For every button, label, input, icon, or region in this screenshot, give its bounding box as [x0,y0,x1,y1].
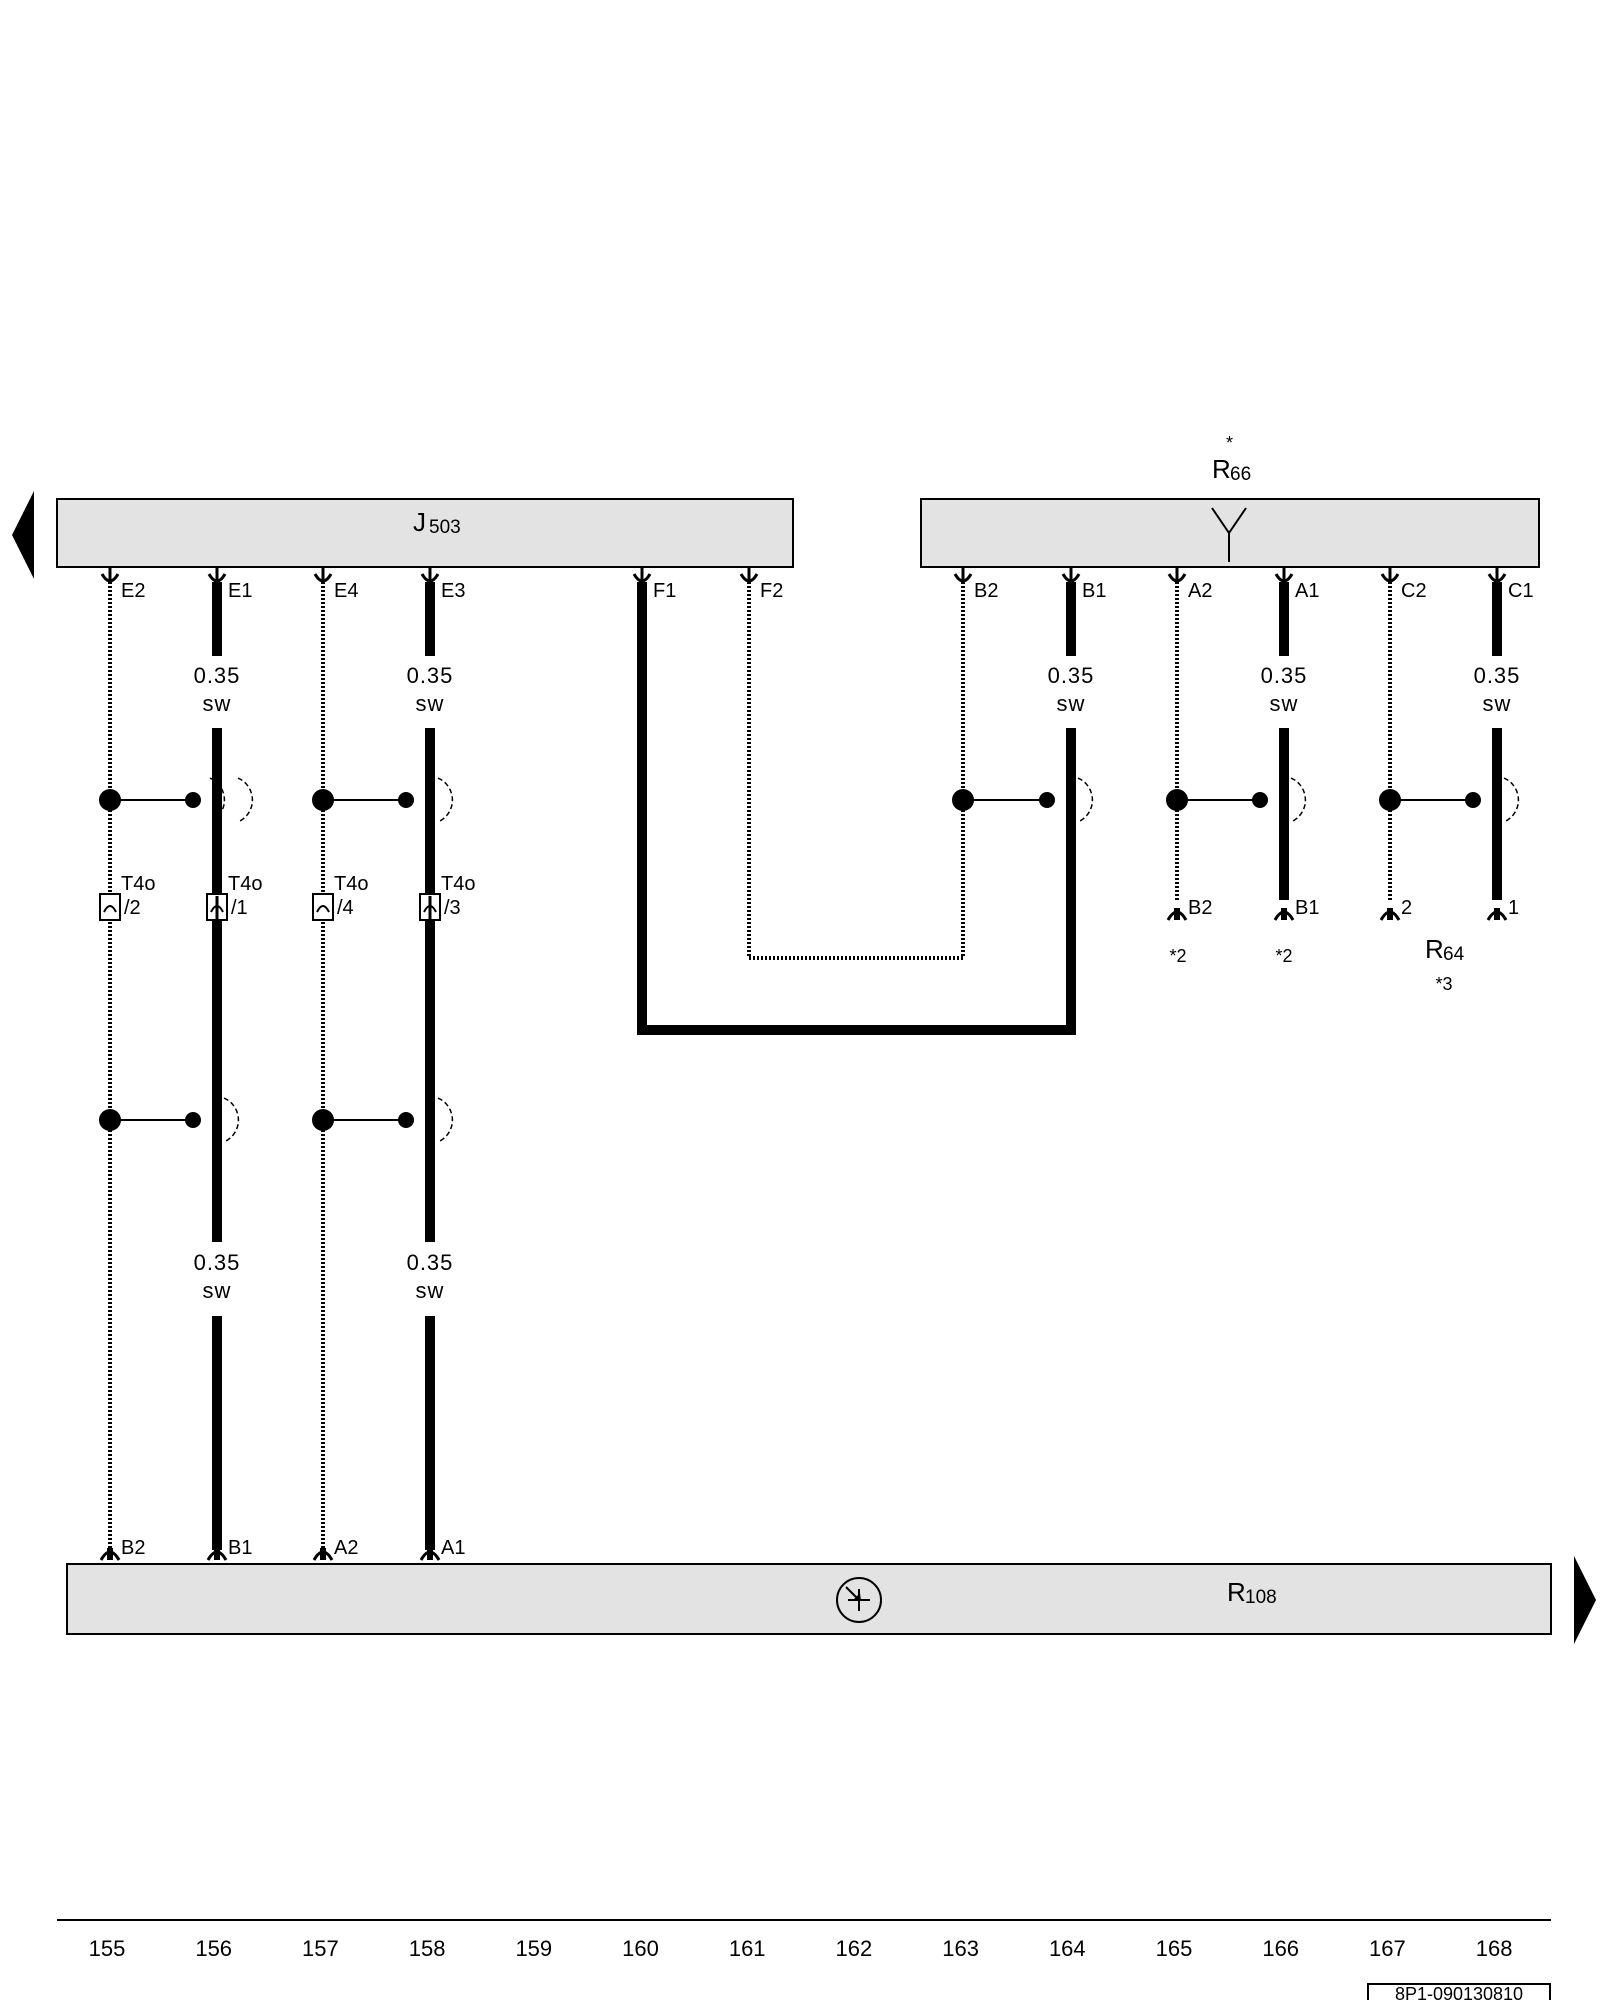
shield-upper-1 [99,777,254,823]
shield-r66-2 [1166,777,1307,823]
column-numbers: 155 156 157 158 159 160 161 162 163 164 165 166 167 1… [89,1936,1513,1961]
j503-letter: J [413,507,426,537]
r66-pin-c2: C2 [1401,580,1427,602]
column-number: 157 [302,1936,339,1961]
lower-pins: B2 B1 2 1 *2 *2 [1166,897,1519,966]
j503-pin-f1: F1 [653,580,676,602]
j503-pin-e2: E2 [121,580,145,602]
t4o-pin-4: /3 [444,897,461,919]
component-r64: R 64 *3 [1425,934,1465,994]
column-number: 164 [1049,1936,1086,1961]
r66-pin-a1: A1 [1295,580,1319,602]
r66-pin-a2: A2 [1188,580,1212,602]
shield-lower-1 [99,1097,240,1143]
arrow-left-icon [12,491,34,579]
component-r108: R 108 [66,1563,1552,1635]
shield-r66-1 [952,777,1094,823]
t4o-pin-2: /1 [231,897,248,919]
r64-number: 64 [1443,944,1465,965]
shield-lower-2 [312,1097,454,1143]
column-number: 155 [89,1936,126,1961]
lower-pin-1: 1 [1508,897,1519,919]
t4o-name-4: T4o [441,873,475,895]
j503-pins: E2 E1 E4 E3 F1 F2 [100,566,783,602]
r108-pin-b1: B1 [228,1537,252,1559]
wire-color-e3-top: sw [416,691,445,716]
column-number: 166 [1262,1936,1299,1961]
t4o-name-2: T4o [228,873,262,895]
wire-color-b1: sw [1057,691,1086,716]
t4o-name-3: T4o [334,873,368,895]
document-id: 8P1-090130810 [1395,1984,1523,2000]
column-number: 165 [1156,1936,1193,1961]
r108-pin-a1: A1 [441,1537,465,1559]
j503-pin-e4: E4 [334,580,358,602]
wire-color-e1-bottom: sw [203,1278,232,1303]
column-number: 159 [515,1936,552,1961]
j503-pin-e3: E3 [441,580,465,602]
t4o-pin-3: /4 [337,897,354,919]
column-number: 156 [195,1936,232,1961]
component-r66: * R 66 [920,433,1540,568]
lower-pin-b2: B2 [1188,897,1212,919]
lower-pin-2: 2 [1401,897,1412,919]
antenna-icon [1211,507,1247,562]
crosshair-icon [836,1577,882,1623]
r108-pin-b2: B2 [121,1537,145,1559]
wire-size-c1: 0.35 [1474,663,1521,688]
wire-f1-b1 [637,582,1076,1035]
r66-letter: R [1212,454,1231,484]
column-number: 168 [1476,1936,1513,1961]
shield-r66-3 [1379,777,1520,823]
lower-note-1: *2 [1169,946,1186,966]
column-number: 163 [942,1936,979,1961]
wire-f2-b2 [747,582,965,960]
wire-labels-right: 0.35 sw 0.35 sw 0.35 sw [1048,663,1521,716]
r108-pin-a2: A2 [334,1537,358,1559]
r108-letter: R [1227,1577,1246,1607]
wire-size-e3-top: 0.35 [407,663,454,688]
wire-size-a1: 0.35 [1261,663,1308,688]
r108-number: 108 [1245,1587,1277,1608]
connector-t4o: T4o /2 T4o /1 T4o /4 T4o /3 [99,873,475,921]
wire-size-e1-bottom: 0.35 [194,1250,241,1275]
column-number: 158 [409,1936,446,1961]
r66-pins: B2 B1 A2 A1 C2 C1 [953,566,1534,602]
r66-pin-c1: C1 [1508,580,1534,602]
r108-pins: B2 B1 A2 A1 [99,1537,465,1562]
document-id-box: 8P1-090130810 [1367,1983,1551,2000]
column-number: 167 [1369,1936,1406,1961]
wire-color-e1-top: sw [203,691,232,716]
wire-color-c1: sw [1483,691,1512,716]
t4o-pin-1: /2 [124,897,141,919]
r64-note: *3 [1435,974,1452,994]
j503-pin-f2: F2 [760,580,783,602]
r66-pin-b1: B1 [1082,580,1106,602]
r66-pin-b2: B2 [974,580,998,602]
j503-pin-e1: E1 [228,580,252,602]
wire-size-e3-bottom: 0.35 [407,1250,454,1275]
j503-number: 503 [429,517,461,538]
shield-upper-2 [312,777,454,823]
t4o-name-1: T4o [121,873,155,895]
r66-number: 66 [1230,464,1251,485]
wire-size-b1: 0.35 [1048,663,1095,688]
arrow-right-icon [1574,1556,1596,1644]
column-number: 160 [622,1936,659,1961]
wire-color-e3-bottom: sw [416,1278,445,1303]
wire-size-e1-top: 0.35 [194,663,241,688]
component-j503: J 503 [56,498,794,568]
lower-note-2: *2 [1275,946,1292,966]
column-number: 162 [836,1936,873,1961]
wire-labels-left: 0.35 sw 0.35 sw 0.35 sw 0.35 sw [194,663,454,1303]
column-number: 161 [729,1936,766,1961]
r64-letter: R [1425,934,1444,964]
lower-pin-b1: B1 [1295,897,1319,919]
r66-asterisk: * [1226,433,1233,453]
wire-color-a1: sw [1270,691,1299,716]
